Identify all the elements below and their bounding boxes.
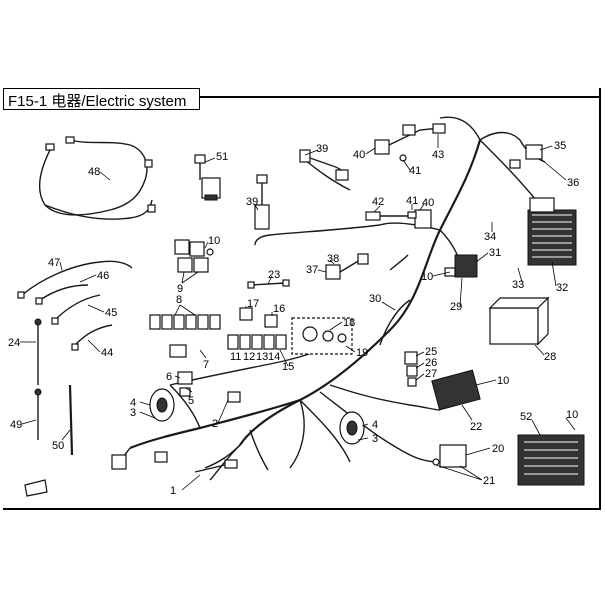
clip-bottom-left: [24, 479, 48, 497]
callout-label: 39: [316, 143, 328, 155]
callout-label: 43: [432, 149, 444, 161]
regulator-32: [527, 197, 577, 266]
callout-label: 6: [166, 371, 172, 383]
callout-label: 18: [343, 317, 355, 329]
callout-label: 4: [372, 419, 378, 431]
fuse-row-11-15: [227, 334, 287, 350]
callout-label: 29: [450, 301, 462, 313]
callout-label: 12: [243, 351, 255, 363]
callout-label: 7: [203, 359, 209, 371]
connectors-25-27: [404, 351, 418, 387]
callout-label: 10: [566, 409, 578, 421]
callout-label: 24: [8, 337, 20, 349]
callout-label: 5: [188, 395, 194, 407]
callout-label: 19: [356, 347, 368, 359]
callout-label: 42: [372, 196, 384, 208]
callout-label: 47: [48, 257, 60, 269]
flasher-20: [432, 444, 467, 468]
o2-sensor-1: [194, 459, 238, 473]
callout-label: 31: [489, 247, 501, 259]
callout-label: 26: [425, 357, 437, 369]
connector-bottom-left: [111, 451, 168, 470]
callout-label: 16: [273, 303, 285, 315]
connector-bank-8: [149, 314, 221, 358]
callout-label: 45: [105, 307, 117, 319]
bolts-24-49-50: [34, 318, 74, 456]
callout-label: 13: [256, 351, 268, 363]
callout-label: 8: [176, 294, 182, 306]
connector-35-36: [509, 139, 546, 169]
callout-label: 11: [230, 351, 241, 363]
callout-label: 36: [567, 177, 579, 189]
callout-label: 21: [483, 475, 495, 487]
callout-label: 35: [554, 140, 566, 152]
callout-label: 10: [497, 375, 509, 387]
connector-42-40: [365, 209, 432, 229]
callout-label: 25: [425, 346, 437, 358]
callout-label: 28: [544, 351, 556, 363]
callout-label: 4: [130, 397, 136, 409]
connectors-16-17-23: [239, 279, 290, 328]
callout-label: 40: [353, 149, 365, 161]
page-title: F15-1 电器/Electric system: [8, 93, 187, 110]
frame-right-line: [599, 88, 601, 510]
callout-label: 32: [556, 282, 568, 294]
callout-label: 20: [492, 443, 504, 455]
callout-label: 34: [484, 231, 496, 243]
callout-label: 52: [520, 411, 532, 423]
callout-label: 10: [208, 235, 220, 247]
callout-label: 46: [97, 270, 109, 282]
callout-label: 14: [268, 351, 280, 363]
callout-label: 9: [177, 283, 183, 295]
relay-set-9: [174, 239, 214, 273]
callout-label: 44: [101, 347, 113, 359]
harness-set-44-47: [17, 260, 133, 351]
sensor-39-top: [299, 149, 349, 181]
horn-right-4: [339, 411, 365, 445]
callout-label: 33: [512, 279, 524, 291]
sensor-39-left: [254, 174, 270, 230]
callout-label: 2: [212, 418, 218, 430]
callout-label: 48: [88, 166, 100, 178]
callout-labels: 1 2 3 3 4 4 5 6 7 8 9 10 10 10 10 11 12 …: [8, 134, 579, 497]
callout-label: 41: [406, 195, 418, 207]
callout-label: 15: [282, 361, 294, 373]
callout-label: 10: [421, 271, 433, 283]
harness-48: [38, 136, 156, 220]
frame-top-line: [200, 96, 601, 98]
callout-label: 41: [409, 165, 421, 177]
relay-51: [194, 154, 221, 201]
title-box: F15-1 电器/Electric system: [3, 88, 200, 110]
callout-label: 39: [246, 196, 258, 208]
starter-relay-29: [444, 254, 478, 278]
callout-label: 27: [425, 368, 437, 380]
main-wiring-harness: [117, 116, 541, 481]
battery-28: [488, 296, 550, 346]
callout-label: 49: [10, 419, 22, 431]
rectifier-52: [517, 434, 585, 486]
frame-bottom-line: [3, 508, 601, 510]
ecu-22: [431, 369, 481, 411]
connector-5-6: [177, 371, 193, 397]
callout-label: 38: [327, 253, 339, 265]
horn-left-4: [149, 388, 175, 422]
callout-label: 3: [130, 407, 136, 419]
connector-group-40-43: [374, 123, 446, 162]
switch-assembly-18: [291, 317, 353, 355]
connector-2: [227, 391, 241, 403]
callout-label: 1: [170, 485, 176, 497]
callout-label: 3: [372, 433, 378, 445]
callout-label: 37: [306, 264, 318, 276]
callout-label: 30: [369, 293, 381, 305]
callout-label: 40: [422, 197, 434, 209]
callout-label: 23: [268, 269, 280, 281]
callout-label: 51: [216, 151, 228, 163]
callout-label: 22: [470, 421, 482, 433]
callout-label: 50: [52, 440, 64, 452]
callout-label: 17: [247, 298, 259, 310]
